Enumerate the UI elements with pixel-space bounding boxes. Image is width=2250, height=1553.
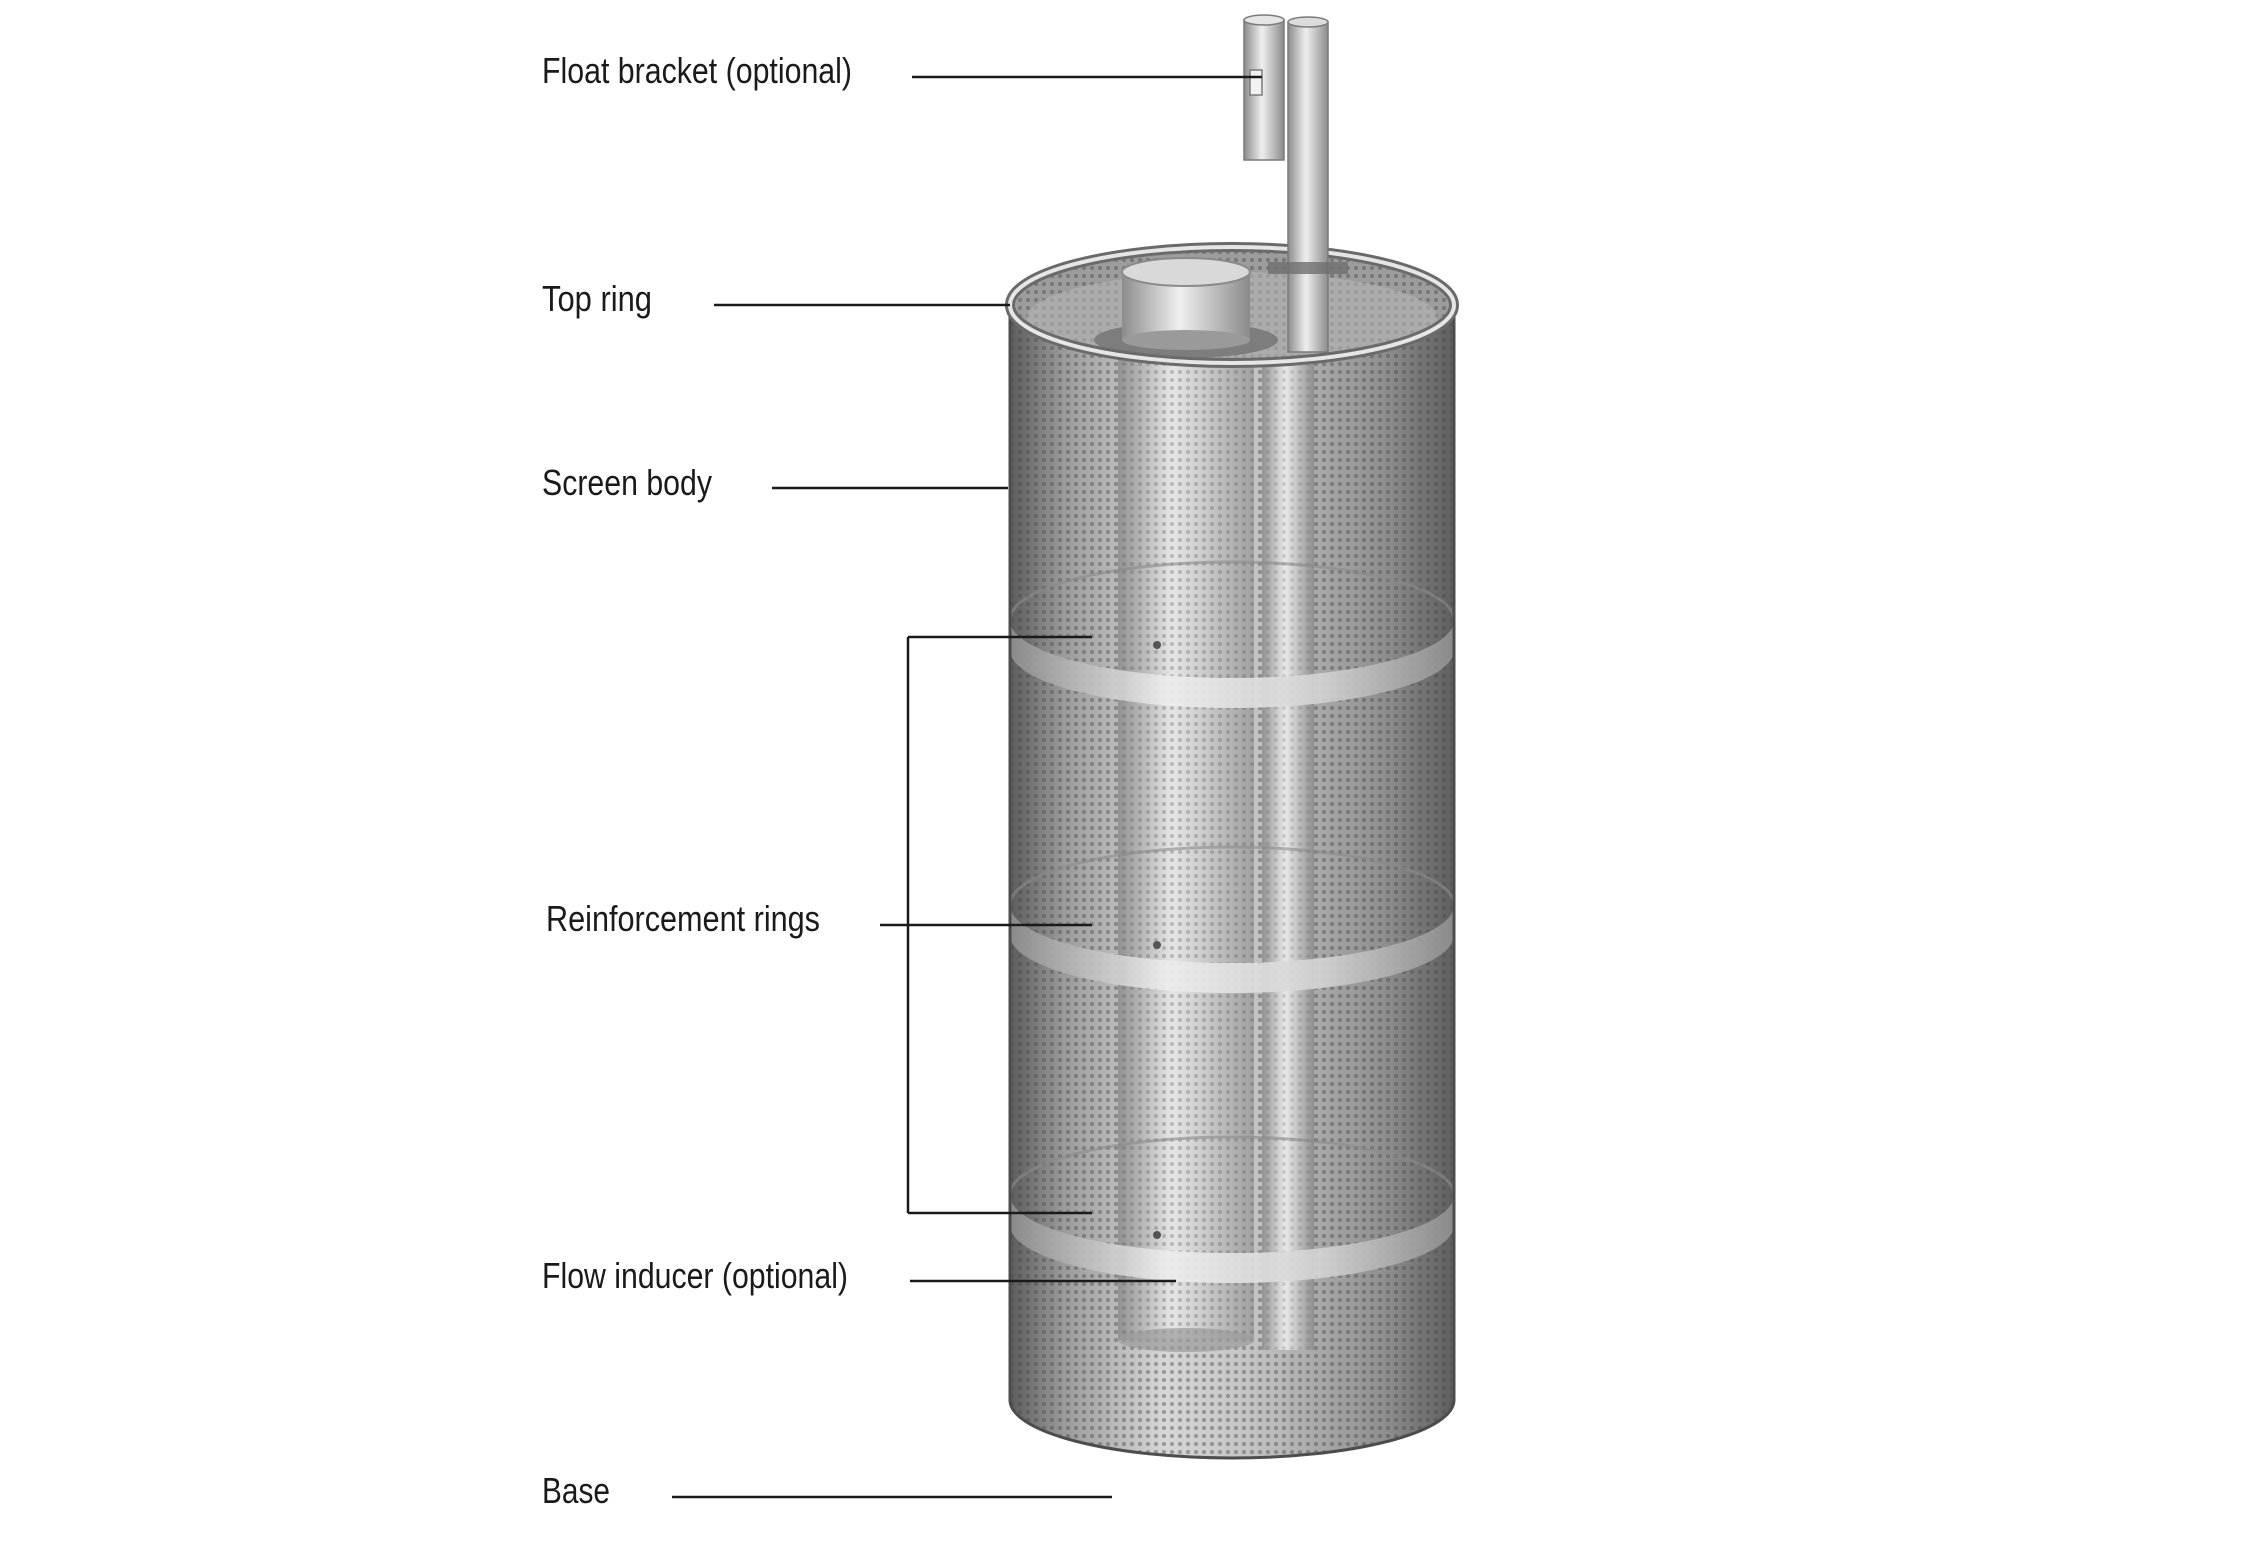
screen-illustration <box>1005 14 1459 1460</box>
label-top-ring: Top ring <box>542 278 652 319</box>
float-bracket <box>1243 14 1285 161</box>
label-flow-inducer: Flow inducer (optional) <box>542 1255 848 1296</box>
label-reinforcement-rings: Reinforcement rings <box>546 898 820 939</box>
label-screen-body: Screen body <box>542 462 712 503</box>
label-base: Base <box>542 1470 610 1511</box>
leader-reinforcement-rings <box>880 635 1092 1215</box>
label-float-bracket: Float bracket (optional) <box>542 50 852 91</box>
reinforcement-ring-bands <box>1010 560 1454 1283</box>
float-pipe <box>1287 21 1329 353</box>
labels: Float bracket (optional) Top ring Screen… <box>542 50 1262 1511</box>
flow-inducer-mouth <box>1121 257 1251 287</box>
